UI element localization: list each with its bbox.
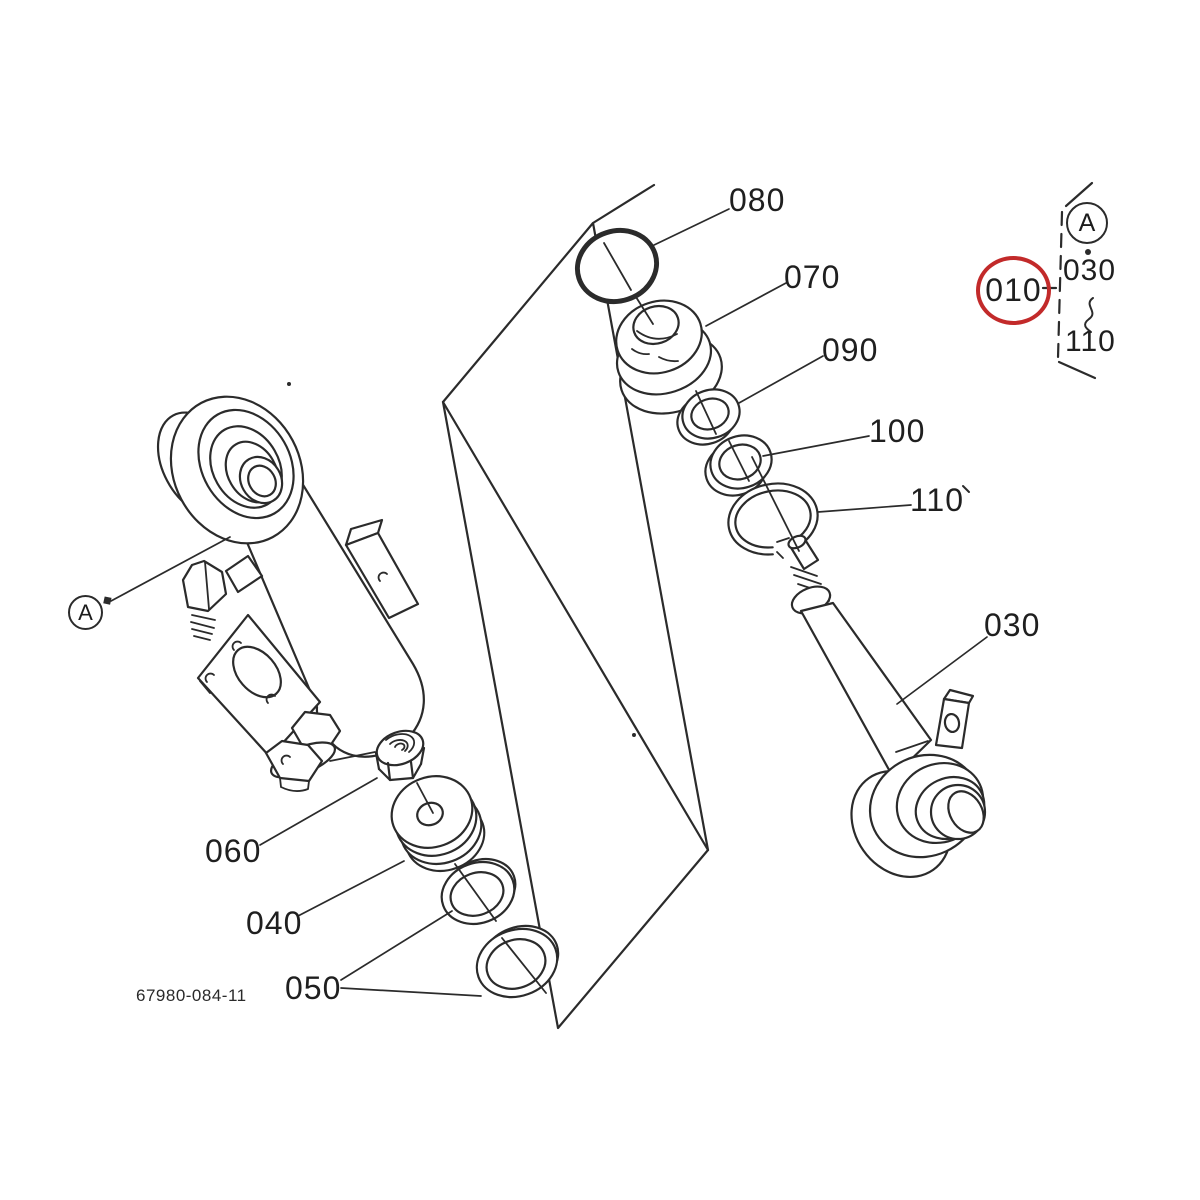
legend-range-squiggle bbox=[1084, 297, 1094, 333]
legend-range-start: 030 bbox=[1063, 254, 1117, 287]
tick-marks bbox=[287, 382, 970, 737]
callout-070[interactable]: 070 bbox=[784, 259, 841, 295]
callout-110[interactable]: 110 bbox=[910, 482, 965, 518]
cylinder-body-assembly bbox=[156, 395, 425, 792]
callout-050[interactable]: 050 bbox=[285, 970, 342, 1006]
legend-view-marker-a: A bbox=[1066, 202, 1108, 244]
view-marker-a[interactable]: A bbox=[68, 595, 103, 630]
legend-dot bbox=[1085, 249, 1091, 255]
legend-view-marker-label: A bbox=[1078, 208, 1096, 237]
callout-080[interactable]: 080 bbox=[729, 182, 786, 218]
body-eye-boss bbox=[156, 395, 305, 545]
callout-040[interactable]: 040 bbox=[246, 905, 303, 941]
assembly-plane-outline bbox=[441, 183, 710, 1030]
lock-nut-060 bbox=[374, 729, 426, 782]
elbow-fitting bbox=[181, 554, 264, 641]
callout-090[interactable]: 090 bbox=[822, 332, 879, 368]
cylinder-head-070 bbox=[615, 299, 723, 415]
drawing-number: 67980-084-11 bbox=[136, 986, 247, 1005]
axis-center-lines bbox=[329, 242, 800, 994]
piston-040 bbox=[390, 775, 486, 872]
callout-010[interactable]: 010 bbox=[985, 272, 1042, 308]
callout-060[interactable]: 060 bbox=[205, 833, 262, 869]
seal-rings-050 bbox=[440, 857, 560, 999]
view-marker-leader bbox=[103, 536, 231, 605]
view-marker-a-label: A bbox=[78, 599, 93, 625]
callout-030[interactable]: 030 bbox=[984, 607, 1041, 643]
callout-100[interactable]: 100 bbox=[869, 413, 926, 449]
callout-leader-lines bbox=[259, 208, 988, 997]
gland-stack bbox=[264, 710, 342, 792]
ring-090 bbox=[676, 388, 741, 446]
piston-rod-030 bbox=[787, 534, 987, 879]
body-bracket bbox=[344, 518, 420, 620]
legend-range-end: 110 bbox=[1065, 325, 1116, 358]
selected-callout-highlight[interactable]: 010 bbox=[976, 256, 1051, 325]
